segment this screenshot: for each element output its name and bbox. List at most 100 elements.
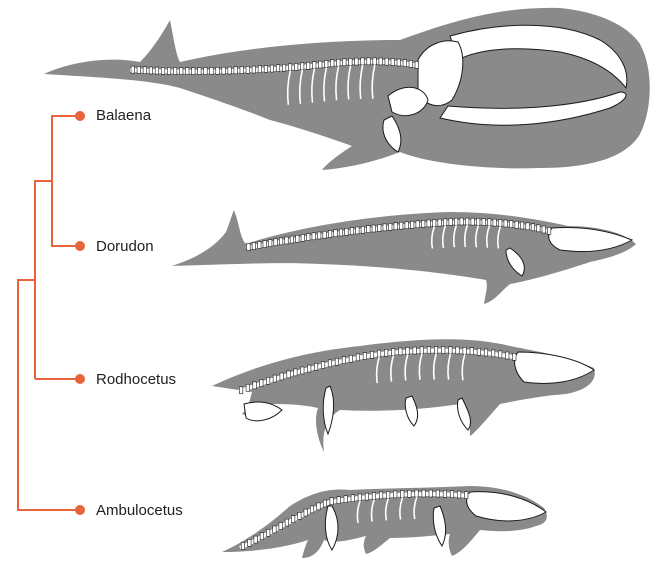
dorudon-vertebra [493,219,497,226]
dorudon-vertebra [454,218,458,225]
rodhocetus-vertebra [349,355,353,362]
tree-branch-root [18,280,80,510]
balaena-vertebra [185,68,189,75]
balaena-vertebra [167,67,171,74]
balaena-vertebra [179,68,183,75]
rodhocetus-vertebra [307,365,311,372]
balaena-vertebra [415,61,419,68]
ambulocetus-vertebra [372,492,376,499]
balaena-vertebra [276,65,280,72]
dorudon-vertebra [509,221,512,228]
balaena-vertebra [306,62,310,69]
balaena-vertebra [210,67,214,74]
dorudon-vertebra [410,221,414,228]
label-dorudon: Dorudon [96,238,154,255]
ambulocetus-vertebra [241,542,245,549]
dorudon-vertebra [290,236,294,243]
dorudon-vertebra [361,226,365,233]
rodhocetus-vertebra [321,362,325,369]
node-rodhocetus [75,374,85,384]
rodhocetus-vertebra [413,347,417,354]
dorudon-vertebra [438,219,442,226]
tree-branch-balaena [52,116,80,246]
rodhocetus-figure [212,339,595,452]
dorudon-vertebra [427,220,431,227]
balaena-vertebra [367,58,371,65]
dorudon-vertebra [443,219,447,226]
rodhocetus-vertebra [377,350,381,357]
ambulocetus-vertebra [310,506,314,513]
dorudon-vertebra [432,220,436,227]
dorudon-vertebra [460,218,464,225]
balaena-vertebra [391,59,395,66]
node-dorudon [75,241,85,251]
ambulocetus-vertebra [337,497,341,504]
rodhocetus-vertebra [239,387,243,394]
balaena-vertebra [288,64,292,71]
ambulocetus-vertebra [415,490,419,497]
balaena-vertebra [192,68,196,75]
node-ambulocetus [75,505,85,515]
rodhocetus-vertebra [399,348,403,355]
balaena-vertebra [331,60,335,67]
rodhocetus-vertebra [491,350,495,357]
ambulocetus-vertebra [279,523,283,530]
ambulocetus-vertebra [291,516,295,523]
balaena-vertebra [252,66,256,73]
dorudon-vertebra [274,239,278,246]
rodhocetus-vertebra [427,347,431,354]
rodhocetus-vertebra [287,371,291,378]
rodhocetus-vertebra [280,373,284,380]
balaena-vertebra [282,64,286,71]
ambulocetus-vertebra [464,492,468,499]
dorudon-vertebra [520,222,524,229]
rodhocetus-vertebra [328,360,332,367]
dorudon-vertebra [339,229,343,236]
balaena-vertebra [161,67,165,74]
ambulocetus-vertebra [422,490,426,497]
balaena-vertebra [318,61,322,68]
rodhocetus-vertebra [294,369,298,376]
dorudon-vertebra [247,244,251,251]
dorudon-vertebra [252,243,256,250]
ambulocetus-vertebra [450,491,454,498]
dorudon-vertebra [388,223,392,230]
rodhocetus-vertebra [406,347,410,354]
rodhocetus-vertebra [356,354,360,361]
rodhocetus-vertebra [441,347,445,354]
ambulocetus-vertebra [358,494,362,501]
ambulocetus-vertebra [379,492,383,499]
rodhocetus-vertebra [470,348,474,355]
phylogenetic-tree [18,111,85,515]
balaena-vertebra [198,68,202,75]
ambulocetus-vertebra [408,490,412,497]
balaena-vertebra [216,67,220,74]
rodhocetus-vertebra [370,351,374,358]
dorudon-vertebra [378,224,382,231]
rodhocetus-vertebra [434,347,438,354]
balaena-vertebra [258,66,262,73]
dorudon-vertebra [421,220,425,227]
ambulocetus-vertebra [344,496,348,503]
dorudon-vertebra [350,228,354,235]
balaena-vertebra [246,66,250,73]
balaena-vertebra [373,58,377,65]
balaena-vertebra [155,67,159,74]
ambulocetus-vertebra [436,490,440,497]
dorudon-vertebra [383,224,387,231]
rodhocetus-vertebra [342,357,346,364]
rodhocetus-vertebra [505,352,509,359]
dorudon-vertebra [547,227,551,234]
balaena-vertebra [204,68,208,75]
rodhocetus-vertebra [266,377,270,384]
dorudon-vertebra [334,230,338,237]
dorudon-vertebra [317,232,321,239]
rodhocetus-vertebra [391,349,395,356]
dorudon-vertebra [526,223,530,230]
dorudon-vertebra [399,222,403,229]
rodhocetus-vertebra [314,363,318,370]
dorudon-vertebra [301,234,305,241]
dorudon-vertebra [504,220,508,227]
dorudon-vertebra [394,223,398,230]
balaena-vertebra [361,58,365,65]
